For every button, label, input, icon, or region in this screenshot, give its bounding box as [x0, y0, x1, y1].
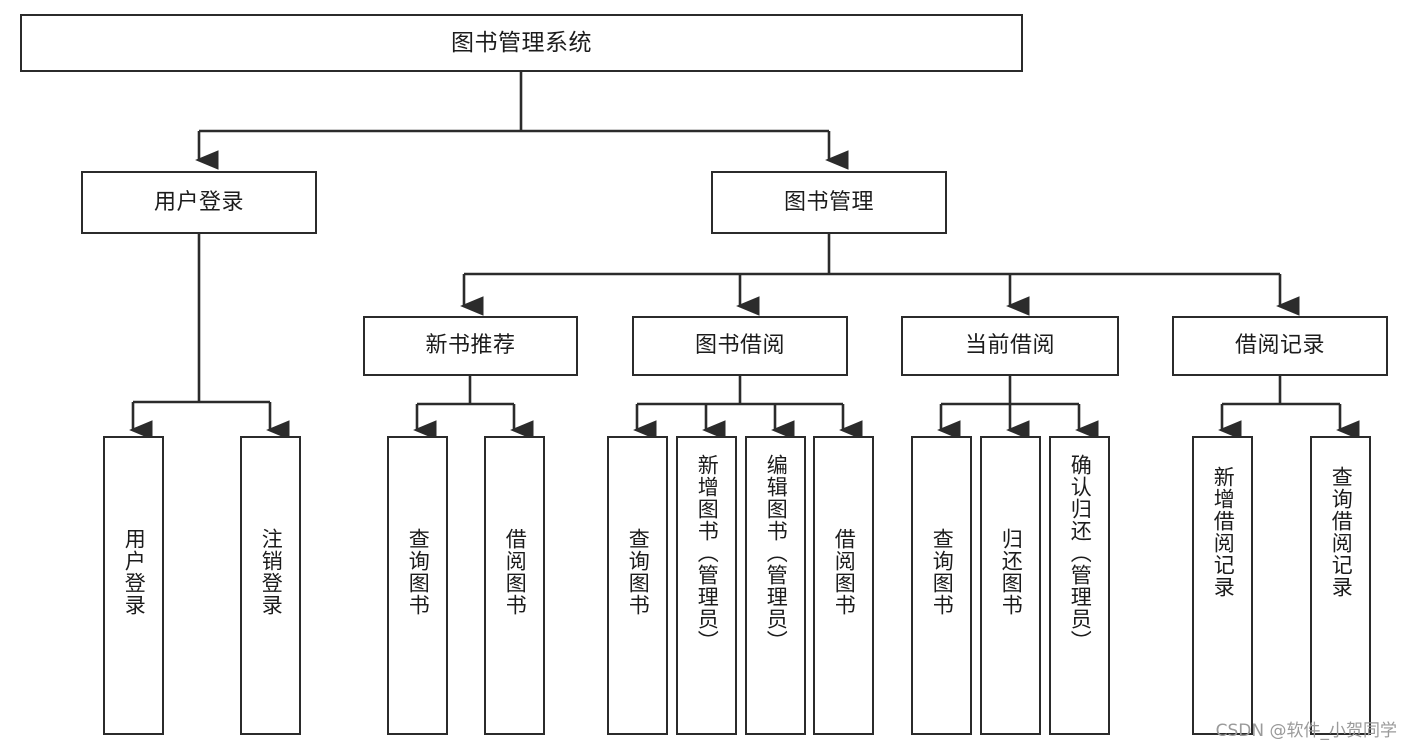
- leaf-label: 新增借阅记录: [1211, 466, 1236, 598]
- leaf-query-borrow-record[interactable]: 查询借阅记录: [1310, 436, 1371, 735]
- leaf-user-login[interactable]: 用户登录: [103, 436, 164, 735]
- leaf-edit-book-admin[interactable]: 编辑图书（管理员）: [745, 436, 806, 735]
- leaf-return-book[interactable]: 归还图书: [980, 436, 1041, 735]
- leaf-query-book-borrow[interactable]: 查询图书: [607, 436, 668, 735]
- leaf-add-book-admin[interactable]: 新增图书（管理员）: [676, 436, 737, 735]
- node-label: 用户登录: [153, 189, 244, 215]
- node-root-book-management-system[interactable]: 图书管理系统: [20, 14, 1023, 72]
- node-label: 图书管理: [783, 189, 874, 215]
- leaf-label: 注销登录: [259, 528, 284, 616]
- leaf-label: 归还图书: [999, 528, 1024, 616]
- node-label: 新书推荐: [425, 333, 516, 359]
- watermark: CSDN @软件_小贺同学: [1215, 721, 1397, 741]
- leaf-query-book-current[interactable]: 查询图书: [911, 436, 972, 735]
- node-label: 借阅记录: [1234, 333, 1325, 359]
- node-user-login[interactable]: 用户登录: [81, 171, 317, 234]
- node-label: 当前借阅: [964, 333, 1055, 359]
- leaf-label: 查询借阅记录: [1329, 466, 1354, 598]
- leaf-label: 借阅图书: [503, 528, 528, 616]
- node-new-book-recommend[interactable]: 新书推荐: [363, 316, 578, 376]
- leaf-confirm-return-admin[interactable]: 确认归还（管理员）: [1049, 436, 1110, 735]
- leaf-user-logout[interactable]: 注销登录: [240, 436, 301, 735]
- leaf-label: 查询图书: [626, 528, 651, 616]
- node-book-borrow[interactable]: 图书借阅: [632, 316, 848, 376]
- node-current-borrow[interactable]: 当前借阅: [901, 316, 1119, 376]
- leaf-label: 用户登录: [122, 528, 147, 616]
- node-borrow-record[interactable]: 借阅记录: [1172, 316, 1388, 376]
- node-label: 图书借阅: [694, 333, 785, 359]
- leaf-label: 确认归还（管理员）: [1068, 454, 1093, 652]
- leaf-label: 查询图书: [930, 528, 955, 616]
- leaf-query-book-recommend[interactable]: 查询图书: [387, 436, 448, 735]
- leaf-borrow-book-recommend[interactable]: 借阅图书: [484, 436, 545, 735]
- leaf-label: 新增图书（管理员）: [695, 454, 720, 652]
- leaf-borrow-book[interactable]: 借阅图书: [813, 436, 874, 735]
- leaf-label: 查询图书: [406, 528, 431, 616]
- leaf-label: 编辑图书（管理员）: [764, 454, 789, 652]
- leaf-add-borrow-record[interactable]: 新增借阅记录: [1192, 436, 1253, 735]
- node-book-management[interactable]: 图书管理: [711, 171, 947, 234]
- leaf-label: 借阅图书: [832, 528, 857, 616]
- node-label: 图书管理系统: [451, 29, 592, 56]
